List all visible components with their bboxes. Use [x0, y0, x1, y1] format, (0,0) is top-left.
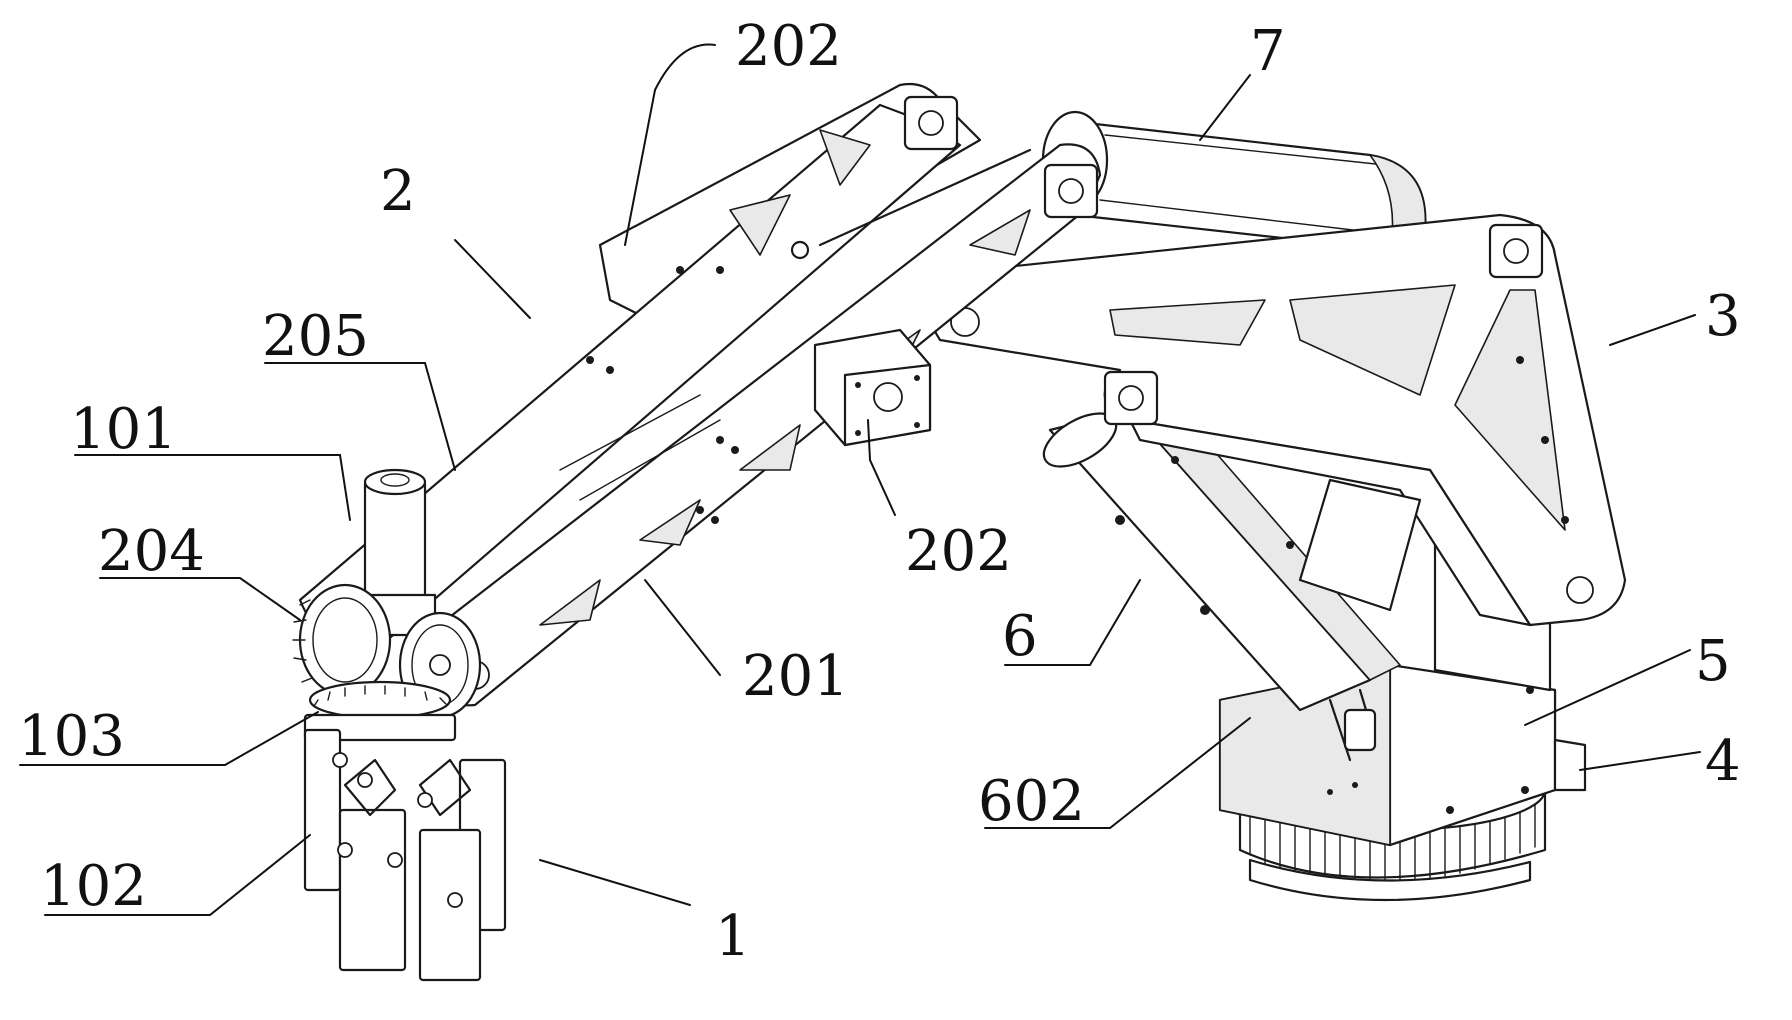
- callout-leaders: [19, 43, 1701, 916]
- label-103: 103: [18, 704, 125, 769]
- label-204: 204: [98, 519, 205, 584]
- label-1: 1: [715, 904, 751, 969]
- label-6: 6: [1002, 604, 1038, 669]
- label-7: 7: [1250, 19, 1286, 84]
- gripper-assembly: [303, 680, 507, 982]
- label-201: 201: [742, 644, 849, 709]
- bevel-gear-204: [292, 583, 482, 719]
- label-102: 102: [40, 854, 147, 919]
- stepper-motor-202: [813, 328, 932, 447]
- label-4: 4: [1705, 729, 1741, 794]
- upper-arm-frame-3: [923, 213, 1627, 627]
- label-202-mid: 202: [905, 519, 1012, 584]
- label-101: 101: [70, 397, 177, 462]
- label-602: 602: [978, 769, 1085, 834]
- label-5: 5: [1695, 629, 1731, 694]
- label-2: 2: [380, 159, 416, 224]
- label-202-top: 202: [735, 14, 842, 79]
- gear-103: [308, 680, 452, 720]
- label-3: 3: [1705, 284, 1741, 349]
- linear-actuator-6: [1042, 399, 1401, 762]
- finger-left: [303, 728, 342, 892]
- forearm-rear-plate: [298, 82, 1032, 657]
- label-205: 205: [262, 304, 369, 369]
- callout-labels: 202 7 2 205 3 101 204 202 6 5 201 103 60…: [18, 14, 1741, 969]
